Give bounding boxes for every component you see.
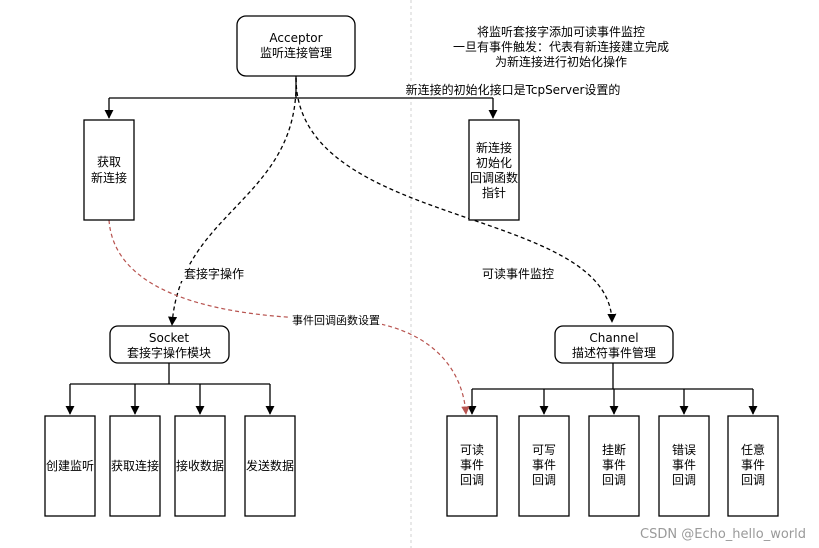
node-init-cb [468,119,520,221]
node-socket [109,325,230,364]
cb-hangup-line-2: 事件 [602,458,626,472]
node-get-conn [83,119,135,221]
send-data-label: 发送数据 [246,458,294,473]
cb-error-line-3: 回调 [672,473,696,487]
cb-write-line-1: 可写 [532,443,556,457]
readable-watch-label: 可读事件监控 [482,267,554,281]
init-cb-line-3: 回调函数 [470,170,518,185]
init-cb-line-4: 指针 [482,185,506,200]
node-cb-write [518,415,570,517]
node-get-link [109,415,161,517]
edge-acceptor-to-channel [295,77,617,323]
cb-error-line-1: 错误 [672,443,696,457]
node-send-data [244,415,296,517]
cb-hangup-line-3: 回调 [602,473,626,487]
node-cb-hangup [588,415,640,517]
acceptor-title: Acceptor [269,31,322,45]
init-cb-line-1: 新连接 [476,140,512,155]
acceptor-subtitle: 监听连接管理 [260,45,332,60]
cb-hangup-line-1: 挂断 [602,442,626,457]
cb-write-line-3: 回调 [532,473,556,487]
node-channel [554,325,674,364]
note-line-1: 将监听套接字添加可读事件监控 [477,24,645,39]
cb-read-line-2: 事件 [460,458,484,472]
get-conn-line-1: 获取 [97,155,121,169]
edge-acceptor-to-socket [168,77,297,326]
cb-write-line-2: 事件 [532,458,556,472]
cb-any-line-2: 事件 [741,458,765,472]
edge-callback-setup [108,219,470,415]
cb-read-line-1: 可读 [460,443,484,457]
socket-subtitle: 套接字操作模块 [127,345,211,360]
cb-read-line-3: 回调 [460,473,484,487]
cb-setup-bg [290,313,382,327]
watermark: CSDN @Echo_hello_world [640,527,806,542]
node-acceptor [236,15,356,77]
note-line-3: 为新连接进行初始化操作 [495,54,627,69]
note-line-2: 一旦有事件触发：代表有新连接建立完成 [453,39,669,54]
get-conn-line-2: 新连接 [91,170,127,185]
node-cb-error [658,415,710,517]
init-cb-line-2: 初始化 [476,156,512,170]
channel-subtitle: 描述符事件管理 [572,345,656,360]
cb-setup-label: 事件回调函数设置 [292,314,380,327]
node-cb-any [727,415,779,517]
channel-title: Channel [589,331,638,345]
recv-data-label: 接收数据 [176,458,224,473]
get-link-label: 获取连接 [111,458,159,473]
init-note: 新连接的初始化接口是TcpServer设置的 [406,82,621,97]
readable-watch-bg [479,266,557,281]
socket-op-bg [181,266,247,281]
socket-title: Socket [149,331,189,345]
node-recv-data [174,415,226,517]
cb-error-line-2: 事件 [672,458,696,472]
node-cb-read [446,415,498,517]
create-listen-label: 创建监听 [46,459,94,473]
cb-any-line-1: 任意 [741,442,765,457]
init-note-bg [404,82,622,97]
cb-any-line-3: 回调 [741,473,765,487]
node-create-listen [44,415,96,517]
socket-op-label: 套接字操作 [184,266,244,281]
